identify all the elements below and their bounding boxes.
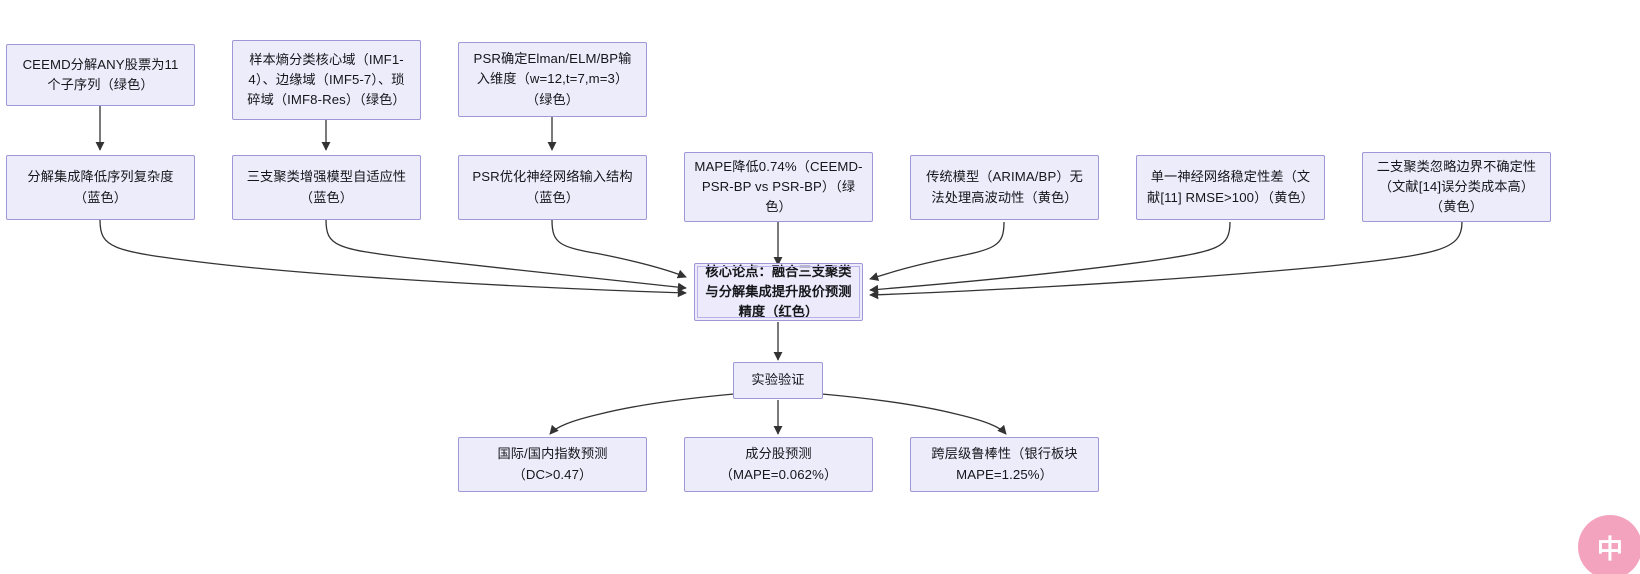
edge-claim2-core xyxy=(325,219,687,292)
edge-gap3-core xyxy=(869,221,1463,300)
node-result-1[interactable]: 国际/国内指数预测（DC>0.47） xyxy=(458,437,647,492)
node-evidence-1[interactable]: MAPE降低0.74%（CEEMD-PSR-BP vs PSR-BP）（绿色） xyxy=(684,152,873,222)
node-gap-1[interactable]: 传统模型（ARIMA/BP）无法处理高波动性（黄色） xyxy=(910,155,1099,220)
node-gap-2[interactable]: 单一神经网络稳定性差（文献[11] RMSE>100）（黄色） xyxy=(1136,155,1325,220)
node-claim-2-label: 三支聚类增强模型自适应性（蓝色） xyxy=(246,169,407,205)
node-result-2[interactable]: 成分股预测（MAPE=0.062%） xyxy=(684,437,873,492)
node-method-1-label: CEEMD分解ANY股票为11个子序列（绿色） xyxy=(22,56,179,92)
edge-claim1-core xyxy=(99,219,687,298)
node-claim-3[interactable]: PSR优化神经网络输入结构（蓝色） xyxy=(458,155,647,220)
edge-claim3-core xyxy=(551,219,687,279)
node-method-2[interactable]: 样本熵分类核心域（IMF1-4）、边缘域（IMF5-7）、琐碎域（IMF8-Re… xyxy=(232,40,421,120)
node-gap-3-label: 二支聚类忽略边界不确定性（文献[14]误分类成本高）（黄色） xyxy=(1376,158,1537,215)
node-gap-1-label: 传统模型（ARIMA/BP）无法处理高波动性（黄色） xyxy=(926,169,1083,205)
node-experiment-label: 实验验证 xyxy=(751,372,805,388)
node-claim-2[interactable]: 三支聚类增强模型自适应性（蓝色） xyxy=(232,155,421,220)
node-evidence-1-label: MAPE降低0.74%（CEEMD-PSR-BP vs PSR-BP）（绿色） xyxy=(694,158,863,215)
node-core-claim[interactable]: 核心论点：融合三支聚类与分解集成提升股价预测精度（红色） xyxy=(694,263,863,321)
watermark-badge: 中 xyxy=(1578,515,1640,574)
node-method-3[interactable]: PSR确定Elman/ELM/BP输入维度（w=12,t=7,m=3）（绿色） xyxy=(458,42,647,117)
node-gap-2-label: 单一神经网络稳定性差（文献[11] RMSE>100）（黄色） xyxy=(1147,169,1314,205)
node-claim-3-label: PSR优化神经网络输入结构（蓝色） xyxy=(472,169,633,205)
node-result-2-label: 成分股预测（MAPE=0.062%） xyxy=(719,446,838,482)
node-method-2-label: 样本熵分类核心域（IMF1-4）、边缘域（IMF5-7）、琐碎域（IMF8-Re… xyxy=(247,51,406,108)
node-result-3-label: 跨层级鲁棒性（银行板块 MAPE=1.25%） xyxy=(931,446,1078,482)
node-result-1-label: 国际/国内指数预测（DC>0.47） xyxy=(497,446,608,482)
node-method-3-label: PSR确定Elman/ELM/BP输入维度（w=12,t=7,m=3）（绿色） xyxy=(473,51,632,107)
node-method-1[interactable]: CEEMD分解ANY股票为11个子序列（绿色） xyxy=(6,44,195,106)
node-claim-1-label: 分解集成降低序列复杂度（蓝色） xyxy=(27,169,174,205)
node-gap-3[interactable]: 二支聚类忽略边界不确定性（文献[14]误分类成本高）（黄色） xyxy=(1362,152,1551,222)
node-result-3[interactable]: 跨层级鲁棒性（银行板块 MAPE=1.25%） xyxy=(910,437,1099,492)
node-core-claim-label: 核心论点：融合三支聚类与分解集成提升股价预测精度（红色） xyxy=(705,263,852,320)
edge-gap2-core xyxy=(869,221,1231,294)
edge-experiment-result3 xyxy=(821,393,1007,435)
node-experiment[interactable]: 实验验证 xyxy=(733,362,823,399)
node-claim-1[interactable]: 分解集成降低序列复杂度（蓝色） xyxy=(6,155,195,220)
edge-gap1-core xyxy=(869,221,1005,281)
watermark-text: 中 xyxy=(1596,533,1623,564)
edge-experiment-result1 xyxy=(549,393,735,435)
